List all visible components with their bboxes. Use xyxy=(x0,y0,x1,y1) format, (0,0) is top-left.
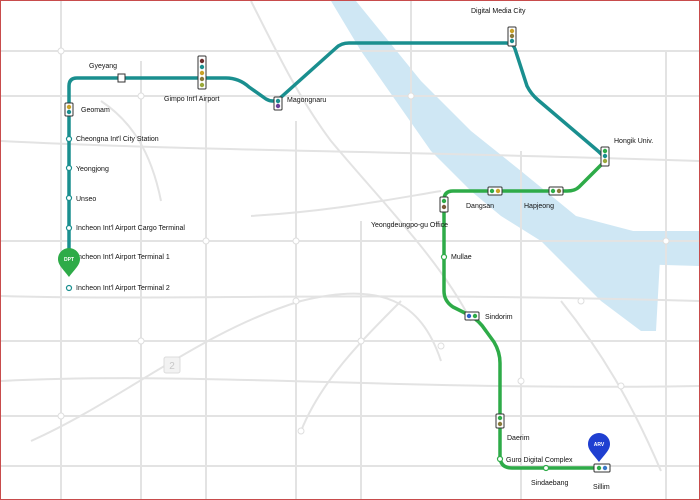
station-marker-cheongna[interactable] xyxy=(65,135,73,143)
label-mullae: Mullae xyxy=(451,254,472,261)
arrival-pin-icon xyxy=(588,433,610,462)
arrival-marker[interactable]: ARV xyxy=(588,433,610,462)
label-cheongna: Cheongna Int'l City Station xyxy=(76,136,159,143)
label-guro: Guro Digital Complex xyxy=(506,457,573,464)
station-marker-t2[interactable] xyxy=(65,284,73,292)
arrival-label: ARV xyxy=(594,442,605,448)
station-marker-dangsan[interactable] xyxy=(487,186,503,196)
station-marker-guro[interactable] xyxy=(496,455,504,463)
label-sindaebang: Sindaebang xyxy=(531,480,568,487)
station-marker-dmc[interactable] xyxy=(507,26,517,47)
station-labels: Gyeyang Gimpo Int'l Airport Magongnaru D… xyxy=(76,8,653,491)
label-dmc: Digital Media City xyxy=(471,8,526,15)
background-badge: 2 xyxy=(163,356,181,374)
label-gimpo: Gimpo Int'l Airport xyxy=(164,96,219,103)
label-gyeyang: Gyeyang xyxy=(89,63,117,70)
han-river xyxy=(331,1,699,331)
label-sillim: Sillim xyxy=(593,484,610,491)
station-marker-daerim[interactable] xyxy=(495,413,505,429)
label-sindorim: Sindorim xyxy=(485,314,513,321)
label-magongnaru: Magongnaru xyxy=(287,97,326,104)
label-yeongdeungpo: Yeongdeungpo-gu Office xyxy=(371,222,448,229)
background-badge-label: 2 xyxy=(169,361,175,372)
station-marker-hapjeong[interactable] xyxy=(548,186,564,196)
station-marker-yeongdeungpo[interactable] xyxy=(439,196,449,213)
route-line-2 xyxy=(442,159,607,470)
label-t2: Incheon Int'l Airport Terminal 2 xyxy=(76,285,170,292)
departure-pin-icon xyxy=(58,248,80,277)
station-marker-hongik[interactable] xyxy=(600,146,610,167)
station-marker-sindaebang[interactable] xyxy=(542,464,550,472)
label-geomam: Geomam xyxy=(81,107,110,114)
label-cargo: Incheon Int'l Airport Cargo Terminal xyxy=(76,225,185,232)
route-airport-railroad xyxy=(67,41,607,265)
departure-marker[interactable]: DPT xyxy=(58,248,80,277)
departure-label: DPT xyxy=(64,257,74,263)
label-t1: Incheon Int'l Airport Terminal 1 xyxy=(76,254,170,261)
station-marker-yeongjong[interactable] xyxy=(65,164,73,172)
background-station-dots xyxy=(57,47,670,435)
station-marker-cargo[interactable] xyxy=(65,224,73,232)
label-dangsan: Dangsan xyxy=(466,203,494,210)
station-marker-unseo[interactable] xyxy=(65,194,73,202)
station-marker-sindorim[interactable] xyxy=(464,311,480,321)
label-yeongjong: Yeongjong xyxy=(76,166,109,173)
station-marker-gyeyang[interactable] xyxy=(117,73,126,83)
station-marker-sillim[interactable] xyxy=(593,463,611,473)
station-marker-magongnaru[interactable] xyxy=(273,96,283,111)
label-unseo: Unseo xyxy=(76,196,96,203)
station-marker-gimpo[interactable] xyxy=(197,55,207,90)
label-hapjeong: Hapjeong xyxy=(524,203,554,210)
station-marker-mullae[interactable] xyxy=(440,253,448,261)
label-hongik: Hongik Univ. xyxy=(614,138,653,145)
station-marker-geomam[interactable] xyxy=(64,102,74,117)
label-daerim: Daerim xyxy=(507,435,530,442)
